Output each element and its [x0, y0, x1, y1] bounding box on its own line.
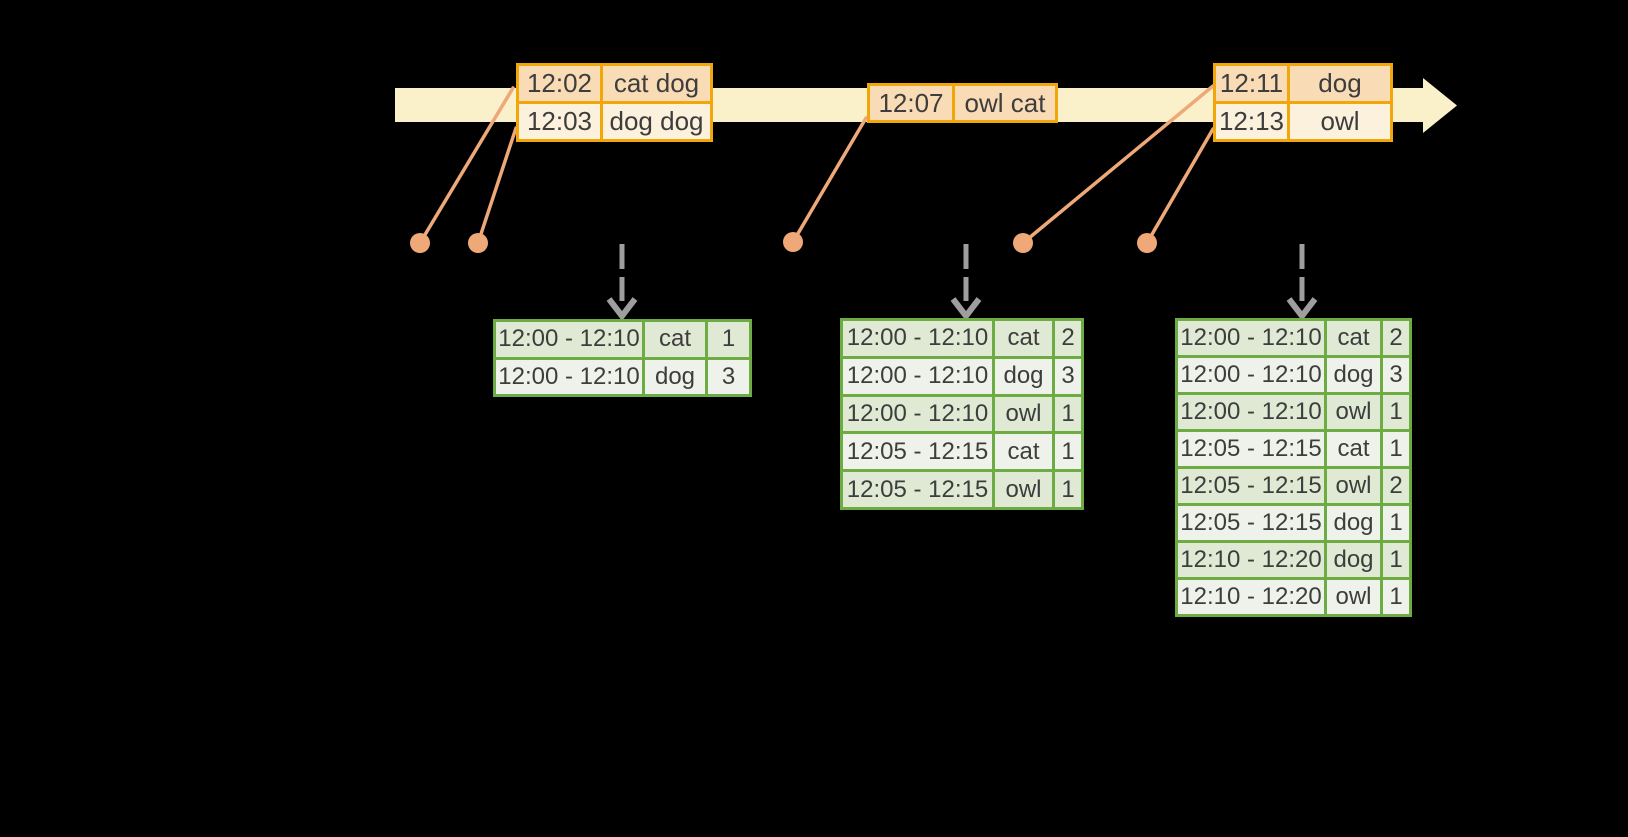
result-count-cell: 1 [1383, 395, 1409, 429]
result-word-cell: cat [995, 321, 1052, 356]
result-window-cell: 12:05 - 12:15 [843, 472, 992, 507]
connector-line [476, 126, 518, 245]
event-dot-icon [1013, 233, 1033, 253]
result-window-cell: 12:05 - 12:15 [1178, 432, 1324, 466]
event-dot-icon [468, 233, 488, 253]
event-time-cell: 12:02 [519, 66, 600, 101]
result-count-cell: 1 [1055, 434, 1081, 470]
result-word-cell: owl [1327, 469, 1380, 503]
result-count-cell: 2 [1383, 321, 1409, 355]
event-words-cell: dog [1290, 66, 1390, 101]
result-count-cell: 1 [1383, 506, 1409, 540]
result-word-cell: owl [995, 396, 1052, 432]
trigger-down-arrow-icon [950, 244, 982, 321]
event-words-cell: dog dog [603, 104, 710, 139]
result-window-cell: 12:00 - 12:10 [496, 359, 642, 394]
result-word-cell: cat [1327, 432, 1380, 466]
result-word-cell: dog [1327, 358, 1380, 392]
result-count-cell: 2 [1383, 469, 1409, 503]
connector-line [1145, 127, 1215, 245]
result-word-cell: owl [1327, 395, 1380, 429]
event-words-cell: owl [1290, 104, 1390, 139]
result-window-cell: 12:00 - 12:10 [1178, 321, 1324, 355]
result-word-cell: dog [1327, 506, 1380, 540]
result-word-cell: dog [645, 359, 705, 394]
result-window-cell: 12:10 - 12:20 [1178, 580, 1324, 614]
event-time-cell: 12:07 [870, 86, 952, 120]
result-count-cell: 1 [708, 322, 749, 357]
result-count-cell: 3 [708, 359, 749, 394]
result-word-cell: owl [995, 472, 1052, 507]
result-window-cell: 12:10 - 12:20 [1178, 543, 1324, 577]
event-dot-icon [410, 233, 430, 253]
event-words-cell: cat dog [603, 66, 710, 101]
result-count-cell: 3 [1055, 358, 1081, 394]
result-count-cell: 3 [1383, 358, 1409, 392]
result-count-cell: 1 [1383, 432, 1409, 466]
result-word-cell: dog [1327, 543, 1380, 577]
result-word-cell: cat [645, 322, 705, 357]
result-count-cell: 1 [1055, 396, 1081, 432]
result-window-cell: 12:05 - 12:15 [1178, 506, 1324, 540]
result-window-cell: 12:00 - 12:10 [843, 321, 992, 356]
result-window-cell: 12:00 - 12:10 [843, 396, 992, 432]
result-word-cell: cat [995, 434, 1052, 470]
result-window-cell: 12:00 - 12:10 [1178, 395, 1324, 429]
result-word-cell: owl [1327, 580, 1380, 614]
event-time-cell: 12:11 [1216, 66, 1287, 101]
result-count-cell: 2 [1055, 321, 1081, 356]
event-dot-icon [783, 232, 803, 252]
connector-line [791, 116, 868, 244]
result-word-cell: dog [995, 358, 1052, 394]
result-count-cell: 1 [1055, 472, 1081, 507]
event-time-cell: 12:03 [519, 104, 600, 139]
result-window-cell: 12:05 - 12:15 [843, 434, 992, 470]
result-count-cell: 1 [1383, 580, 1409, 614]
result-word-cell: cat [1327, 321, 1380, 355]
event-words-cell: owl cat [955, 86, 1055, 120]
result-window-cell: 12:05 - 12:15 [1178, 469, 1324, 503]
result-window-cell: 12:00 - 12:10 [496, 322, 642, 357]
event-time-cell: 12:13 [1216, 104, 1287, 139]
result-window-cell: 12:00 - 12:10 [1178, 358, 1324, 392]
result-window-cell: 12:00 - 12:10 [843, 358, 992, 394]
connector-line [1021, 84, 1215, 245]
event-dot-icon [1137, 233, 1157, 253]
trigger-down-arrow-icon [1286, 244, 1318, 321]
result-count-cell: 1 [1383, 543, 1409, 577]
connector-line [418, 86, 515, 245]
trigger-down-arrow-icon [606, 244, 638, 321]
